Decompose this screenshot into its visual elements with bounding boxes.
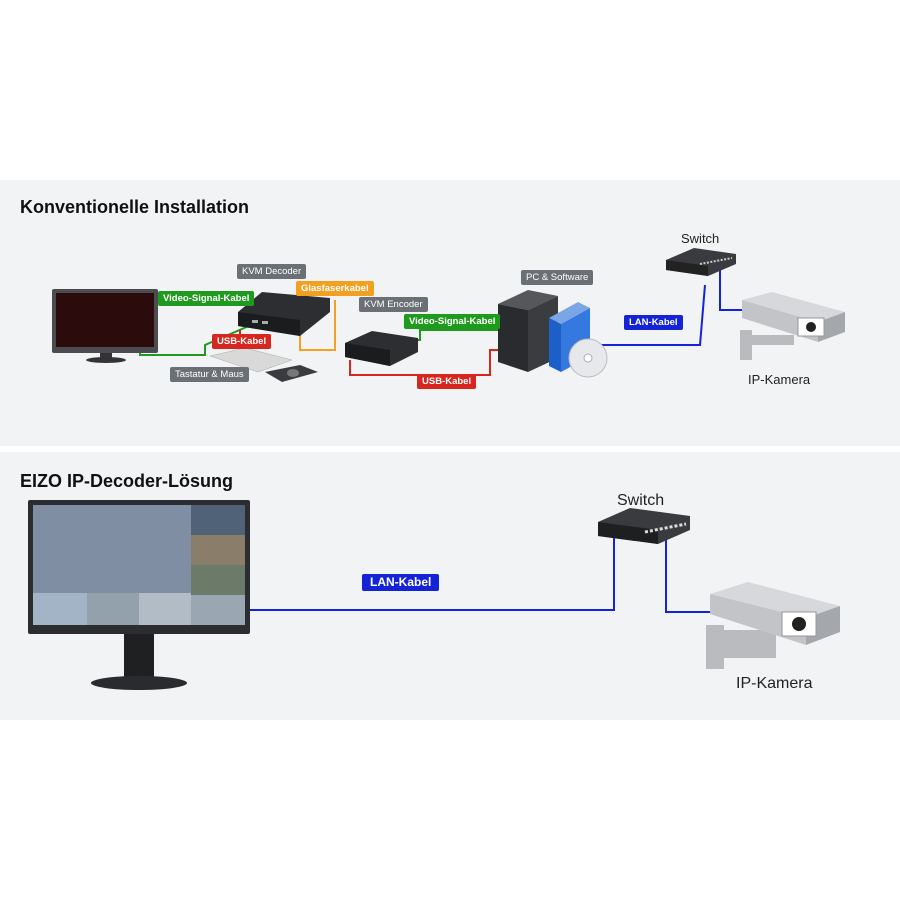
video-signal-cable-label-left: Video-Signal-Kabel (158, 291, 255, 306)
kvm-decoder-icon (238, 292, 330, 336)
kvm-encoder-icon (345, 331, 418, 366)
usb-cable-label-right: USB-Kabel (417, 374, 477, 389)
switch-icon-bottom (598, 508, 690, 544)
eizo-monitor-icon (28, 500, 250, 690)
lan-cable-top (600, 284, 706, 346)
lan-cable-label-bottom: LAN-Kabel (362, 574, 440, 591)
conventional-title: Konventionelle Installation (20, 197, 250, 217)
eizo-title: EIZO IP-Decoder-Lösung (20, 471, 234, 491)
ip-camera-label-top: IP-Kamera (748, 372, 811, 387)
lan-cable-top-cam (719, 270, 745, 311)
fiber-cable-label: Glasfaserkabel (296, 281, 374, 296)
switch-label-bottom: Switch (617, 492, 665, 509)
lan-cable-eizo-camera (665, 540, 712, 613)
mouse-icon (287, 369, 299, 377)
lan-cable-eizo-monitor (248, 530, 615, 611)
kvm-encoder-label: KVM Encoder (359, 297, 428, 312)
ip-camera-icon-bottom (706, 582, 840, 669)
kvm-decoder-label: KVM Decoder (237, 264, 307, 279)
lan-cable-label-top: LAN-Kabel (624, 315, 683, 330)
pc-software-label: PC & Software (521, 270, 594, 285)
usb-cable-right (349, 349, 510, 376)
switch-label-top: Switch (681, 231, 720, 246)
video-signal-cable-label-right: Video-Signal-Kabel (404, 314, 501, 329)
ip-camera-icon-top (740, 292, 845, 360)
pc-tower-icon (498, 290, 558, 372)
keyboard-mouse-label: Tastatur & Maus (170, 367, 249, 382)
monitor-icon (52, 289, 158, 363)
usb-cable-label-left: USB-Kabel (212, 334, 272, 349)
switch-icon-top (666, 248, 736, 276)
ip-camera-label-bottom: IP-Kamera (736, 675, 813, 692)
cd-icon (568, 338, 608, 378)
fiber-cable (299, 300, 336, 351)
